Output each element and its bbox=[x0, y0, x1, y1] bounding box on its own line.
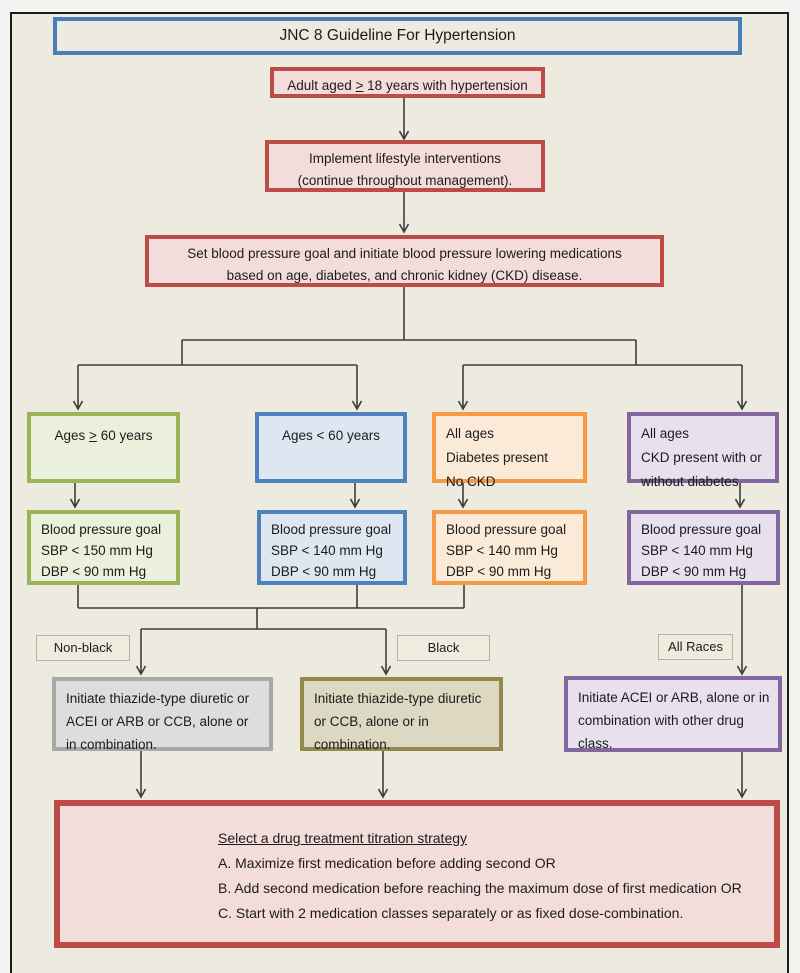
race-label-all-races: All Races bbox=[658, 634, 733, 660]
goal4-line-1: Blood pressure goal bbox=[641, 522, 762, 537]
treatment2-text: Initiate thiazide-type diuretic or CCB, … bbox=[314, 691, 482, 752]
branch-ckd: All ages CKD present with or without dia… bbox=[627, 412, 779, 489]
set-goal-line-1: Set blood pressure goal and initiate blo… bbox=[187, 246, 622, 261]
bp-goal-ages-under-60: Blood pressure goal SBP < 140 mm Hg DBP … bbox=[257, 510, 407, 585]
page-title: JNC 8 Guideline For Hypertension bbox=[53, 17, 742, 55]
adult-text-pre: Adult aged bbox=[287, 78, 356, 93]
branch-ages-under-60: Ages < 60 years bbox=[255, 412, 407, 483]
goal3-line-2: SBP < 140 mm Hg bbox=[446, 543, 558, 558]
branch1-post: 60 years bbox=[96, 428, 153, 443]
greater-equal-symbol: > bbox=[355, 78, 364, 93]
treatment-non-black-box: Initiate thiazide-type diuretic or ACEI … bbox=[52, 677, 273, 752]
treatment1-text: Initiate thiazide-type diuretic or ACEI … bbox=[66, 691, 250, 752]
set-bp-goal-box: Set blood pressure goal and initiate blo… bbox=[145, 235, 664, 287]
branch1-pre: Ages bbox=[54, 428, 90, 443]
goal3-line-1: Blood pressure goal bbox=[446, 522, 567, 537]
lifestyle-line-2: (continue throughout management). bbox=[297, 173, 513, 188]
goal1-line-2: SBP < 150 mm Hg bbox=[41, 543, 153, 558]
greater-equal-symbol: > bbox=[89, 428, 97, 443]
goal1-line-1: Blood pressure goal bbox=[41, 522, 162, 537]
goal3-line-3: DBP < 90 mm Hg bbox=[446, 564, 552, 579]
set-goal-line-2: based on age, diabetes, and chronic kidn… bbox=[226, 268, 583, 283]
goal2-line-3: DBP < 90 mm Hg bbox=[271, 564, 377, 579]
race2-text: Black bbox=[427, 640, 460, 655]
titration-heading: Select a drug treatment titration strate… bbox=[218, 830, 468, 846]
lifestyle-line-1: Implement lifestyle interventions bbox=[308, 151, 502, 166]
branch3-line-2: Diabetes present bbox=[446, 450, 549, 465]
goal1-line-3: DBP < 90 mm Hg bbox=[41, 564, 147, 579]
goal4-line-3: DBP < 90 mm Hg bbox=[641, 564, 747, 579]
titration-option-b: B. Add second medication before reaching… bbox=[218, 880, 742, 896]
branch-diabetes-no-ckd: All ages Diabetes present No CKD bbox=[432, 412, 587, 489]
race-label-non-black: Non-black bbox=[36, 635, 130, 661]
branch4-line-2: CKD present with or bbox=[641, 450, 762, 465]
page-title-text: JNC 8 Guideline For Hypertension bbox=[279, 27, 516, 44]
race1-text: Non-black bbox=[53, 640, 113, 655]
lifestyle-interventions-box: Implement lifestyle interventions (conti… bbox=[265, 140, 545, 192]
race-label-black: Black bbox=[397, 635, 490, 661]
bp-goal-ckd: Blood pressure goal SBP < 140 mm Hg DBP … bbox=[627, 510, 780, 585]
treatment-black-box: Initiate thiazide-type diuretic or CCB, … bbox=[300, 677, 503, 752]
goal2-line-2: SBP < 140 mm Hg bbox=[271, 543, 383, 558]
treatment3-text: Initiate ACEI or ARB, alone or in combin… bbox=[578, 690, 770, 751]
bp-goal-ages-60-plus: Blood pressure goal SBP < 150 mm Hg DBP … bbox=[27, 510, 180, 585]
branch4-line-1: All ages bbox=[641, 426, 690, 441]
treatment-all-races-box: Initiate ACEI or ARB, alone or in combin… bbox=[564, 676, 782, 752]
branch-ages-60-plus: Ages > 60 years bbox=[27, 412, 180, 483]
titration-option-c: C. Start with 2 medication classes separ… bbox=[218, 905, 684, 921]
titration-option-a: A. Maximize first medication before addi… bbox=[218, 855, 556, 871]
goal4-line-2: SBP < 140 mm Hg bbox=[641, 543, 753, 558]
adult-text-post: 18 years with hypertension bbox=[363, 78, 528, 93]
branch4-line-3: without diabetes bbox=[641, 474, 739, 489]
titration-strategy-box: Select a drug treatment titration strate… bbox=[54, 800, 780, 948]
race3-text: All Races bbox=[668, 639, 723, 654]
goal2-line-1: Blood pressure goal bbox=[271, 522, 392, 537]
bp-goal-diabetes: Blood pressure goal SBP < 140 mm Hg DBP … bbox=[432, 510, 587, 585]
adult-hypertension-box: Adult aged > 18 years with hypertension bbox=[270, 67, 545, 98]
branch2-text: Ages < 60 years bbox=[282, 428, 380, 443]
branch3-line-1: All ages bbox=[446, 426, 495, 441]
branch3-line-3: No CKD bbox=[446, 474, 496, 489]
